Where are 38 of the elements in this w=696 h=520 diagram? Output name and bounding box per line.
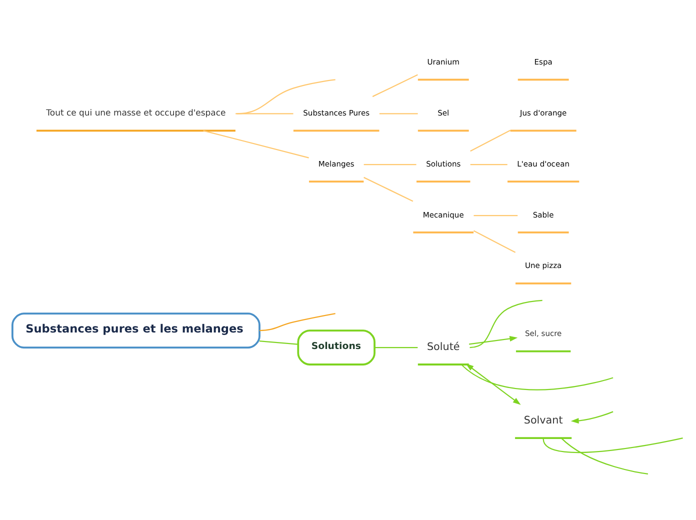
connector — [473, 230, 516, 253]
node-text: Mecanique — [422, 210, 464, 220]
connector — [364, 164, 416, 166]
node-text: L'eau d'ocean — [517, 159, 570, 168]
connector — [203, 130, 309, 158]
node-text: Sable — [532, 210, 554, 220]
node-text: Sel, sucre — [524, 329, 562, 338]
arrow — [468, 336, 518, 345]
node-text: Espa — [534, 58, 552, 67]
node-text: Solutions — [426, 159, 461, 168]
node-text: Soluté — [426, 341, 460, 354]
node-text: Une pizza — [524, 261, 562, 270]
node-text: Solvant — [524, 414, 563, 427]
connector — [460, 364, 614, 390]
connector — [470, 164, 508, 166]
arrow — [466, 364, 521, 405]
connector — [560, 438, 648, 474]
connector — [374, 346, 418, 348]
connector — [259, 313, 336, 332]
node-text: Melanges — [318, 159, 354, 168]
connector — [470, 130, 511, 152]
connector — [542, 438, 683, 454]
connector — [379, 113, 418, 114]
connector — [372, 74, 418, 98]
arrow — [570, 411, 614, 424]
connector — [364, 176, 414, 202]
node-box: Substances pures et les melanges — [11, 312, 260, 348]
connector — [470, 300, 542, 348]
connector — [236, 79, 336, 114]
node-text: Substances Pures — [303, 108, 370, 118]
node-text: Jus d'orange — [520, 108, 567, 118]
node-text: Sel — [438, 108, 450, 118]
node-box: Solutions — [297, 330, 376, 366]
node-text: Uranium — [427, 58, 460, 67]
connector — [236, 113, 294, 114]
connector — [474, 214, 518, 216]
node-text: Tout ce qui une masse et occupe d'espace — [46, 108, 226, 118]
connector — [259, 340, 298, 345]
